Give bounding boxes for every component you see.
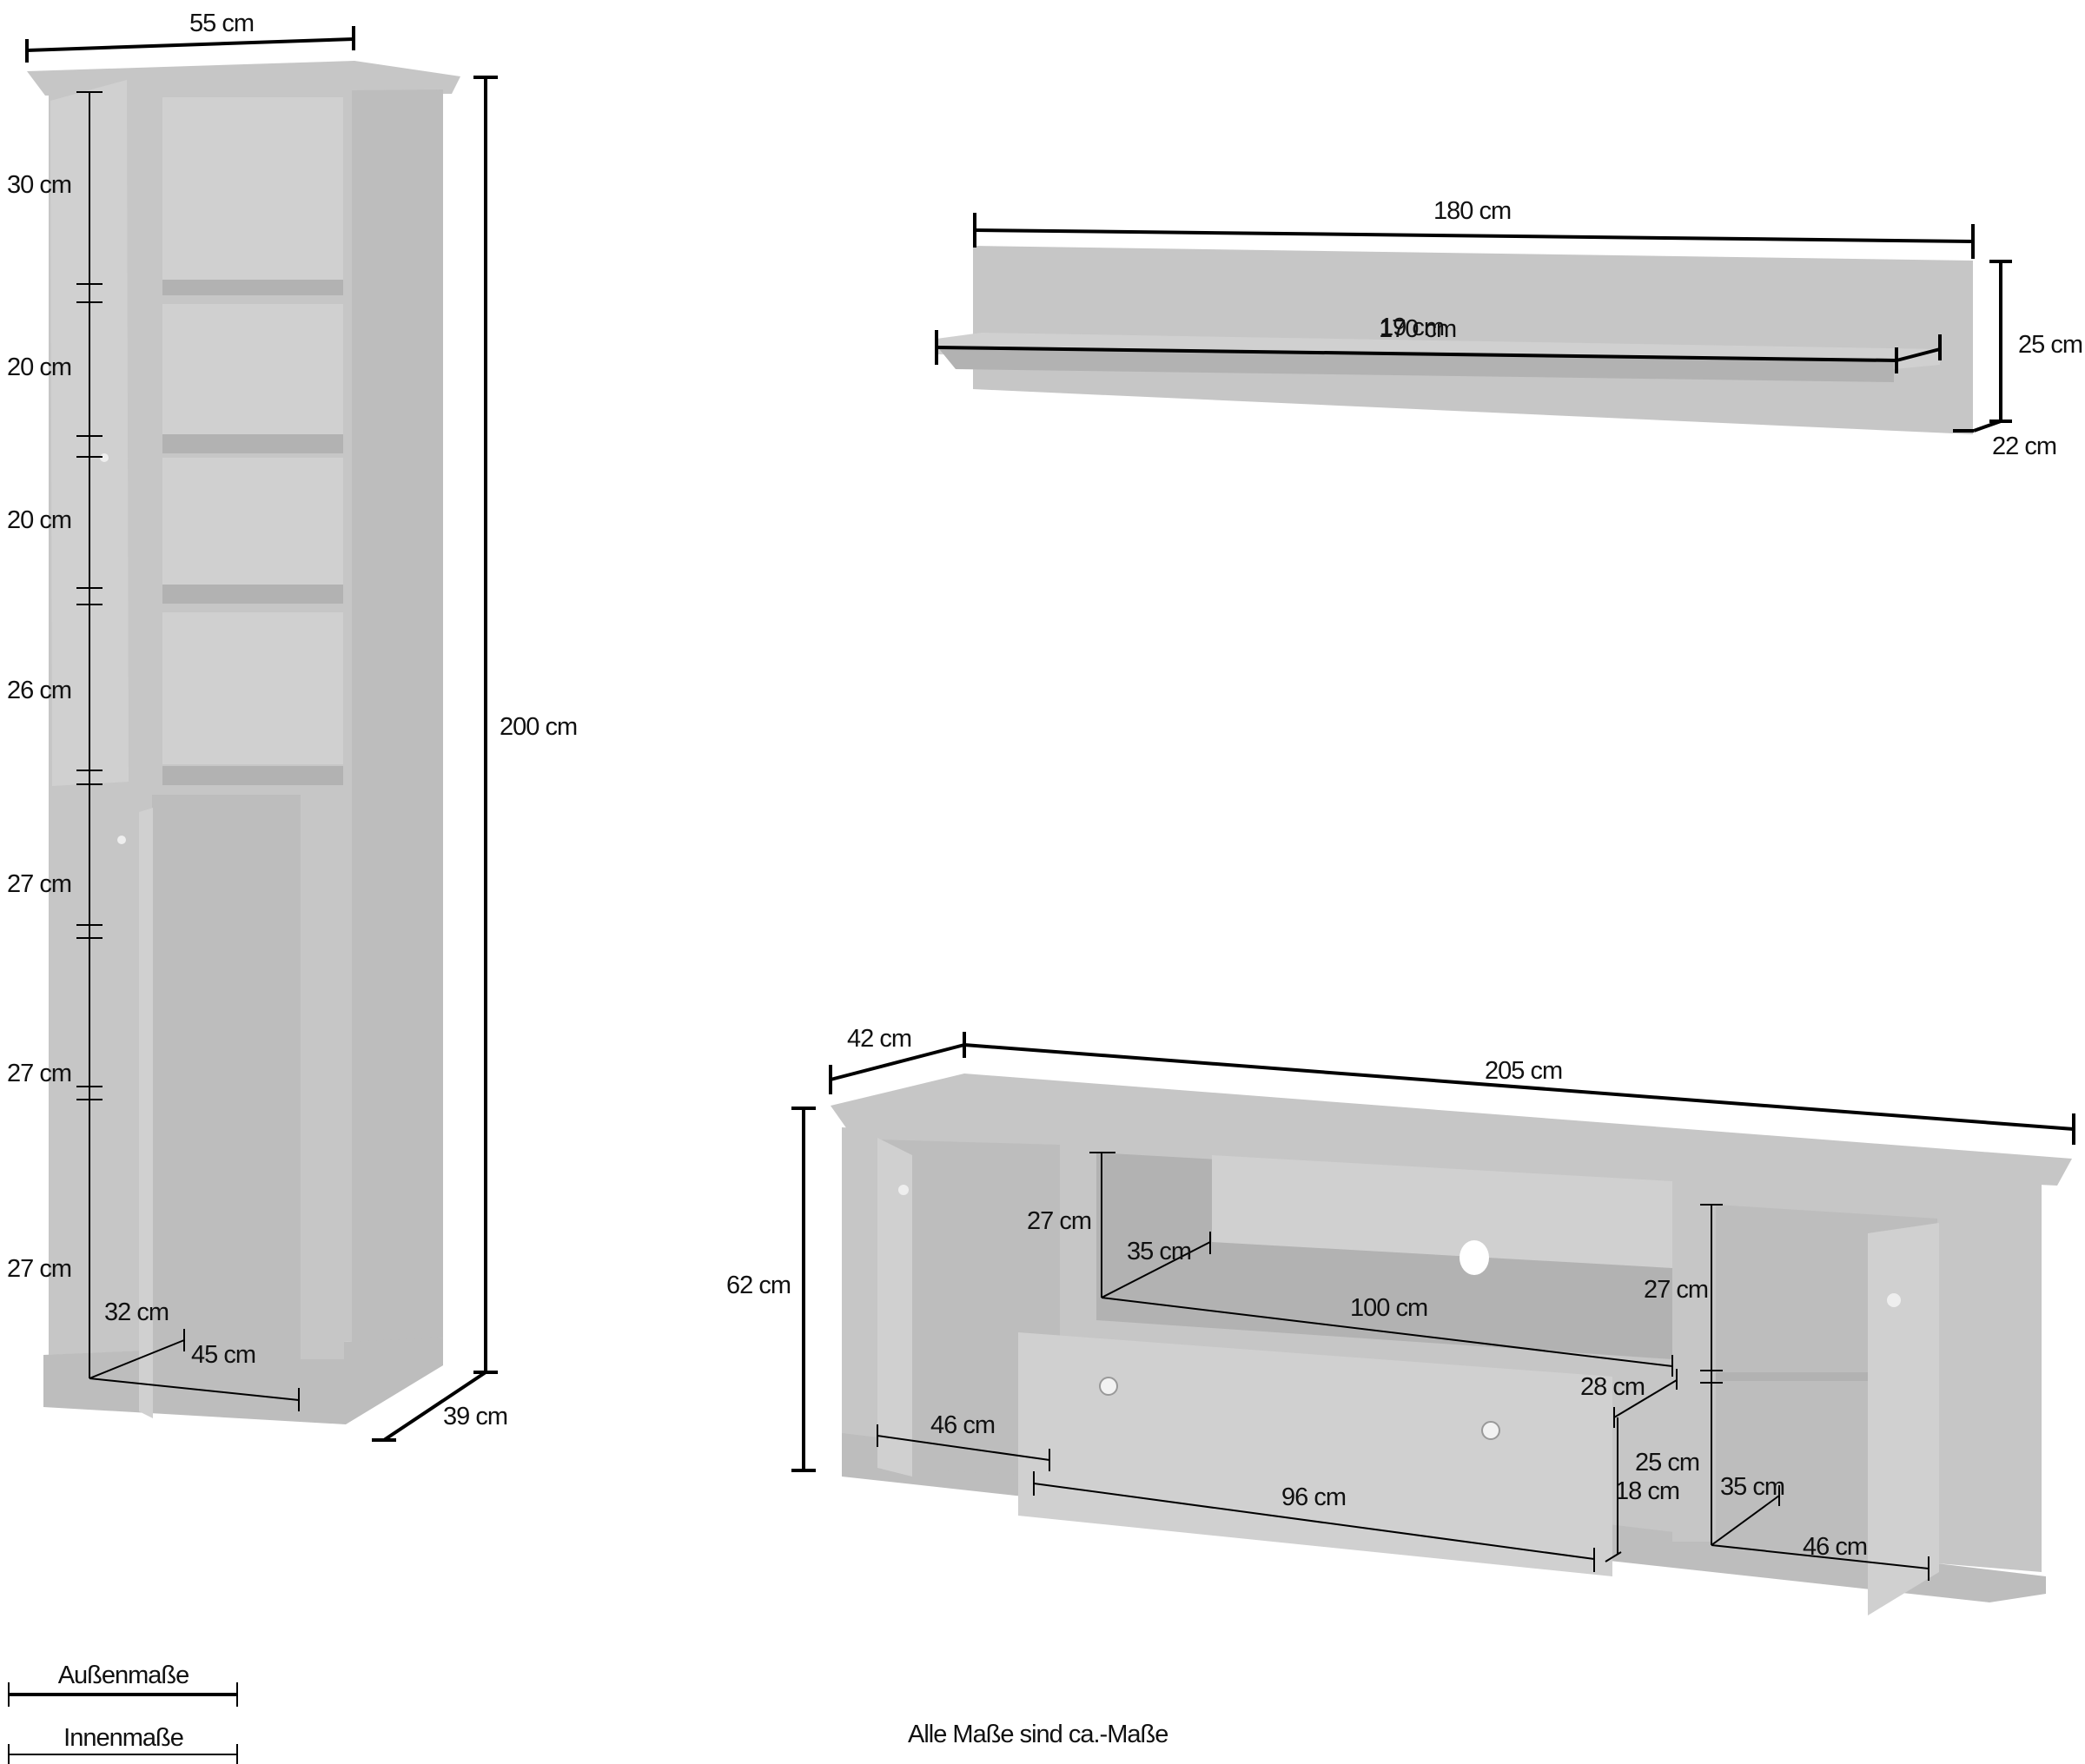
dimension-label-right-d: 35 cm [1720, 1473, 1784, 1501]
dimension-label-shelf-len: 170 cm [1379, 315, 1456, 343]
legend: Außenmaße Innenmaße [8, 1662, 238, 1764]
dimension-label-in-depth: 32 cm [104, 1298, 169, 1326]
dimension-label-drawer-h: 18 cm [1615, 1477, 1679, 1505]
tv-board-illustration [831, 1074, 2072, 1615]
cabinet-labels: 55 cm 200 cm 39 cm 30 cm 20 cm 20 cm 26 cm 27 c… [7, 10, 578, 1430]
dimension-label-shelf-dep: 19 cm [1380, 314, 1444, 341]
dimension-label-depth: 22 cm [1992, 433, 2056, 460]
dimension-label-comp7: 27 cm [7, 1255, 71, 1283]
dimension-label-width: 180 cm [1433, 197, 1511, 225]
dimension-label-height: 200 cm [500, 713, 577, 741]
cabinet-dimensions [25, 26, 498, 1442]
dimension-label-drawer-w: 96 cm [1281, 1483, 1346, 1511]
dimension-label-comp2: 20 cm [7, 353, 71, 381]
dimension-label-right-w: 46 cm [1803, 1533, 1867, 1561]
wall-shelf-illustration [937, 246, 1973, 434]
dimension-label-comp1: 30 cm [7, 171, 71, 199]
door-knob-icon [1887, 1293, 1901, 1307]
dimension-label-right-top-h: 27 cm [1644, 1276, 1708, 1304]
drawer-knob-icon [1099, 1377, 1118, 1396]
dimension-label-depth: 42 cm [847, 1025, 911, 1053]
dimension-label-open-w: 100 cm [1350, 1294, 1427, 1322]
knob-icon [100, 453, 109, 462]
dimension-label-drawer-d: 28 cm [1580, 1373, 1645, 1401]
drawer-knob-icon [1481, 1421, 1500, 1440]
cabinet-illustration [27, 61, 460, 1424]
dimension-label-in-width: 45 cm [191, 1341, 255, 1369]
wall-shelf-dimensions [935, 213, 2012, 433]
tv-board-dimensions [791, 1032, 2075, 1581]
dimension-label-depth: 39 cm [443, 1403, 507, 1430]
dimension-label-comp3: 20 cm [7, 506, 71, 534]
dimension-label-height: 25 cm [2018, 331, 2082, 359]
door-knob-icon [898, 1185, 909, 1195]
legend-inner-label: Innenmaße [63, 1724, 183, 1752]
dimension-label-right-bot-h: 25 cm [1635, 1449, 1699, 1477]
dimension-label-height: 62 cm [726, 1272, 791, 1299]
dimension-label-open-h: 27 cm [1027, 1207, 1091, 1235]
footnote: Alle Maße sind ca.-Maße [908, 1721, 1168, 1748]
dimension-label-comp5: 27 cm [7, 870, 71, 898]
dimension-label-comp4: 26 cm [7, 677, 71, 704]
dimension-label-width: 55 cm [189, 10, 254, 37]
legend-outer-label: Außenmaße [58, 1662, 189, 1689]
knob-icon [117, 836, 126, 844]
dimension-label-open-d: 35 cm [1127, 1238, 1191, 1265]
cable-hole-icon [1460, 1240, 1489, 1275]
dimension-label-comp6: 27 cm [7, 1060, 71, 1087]
dimension-label-width: 205 cm [1485, 1057, 1562, 1085]
dimension-label-left-w: 46 cm [930, 1411, 995, 1439]
tv-board-labels: 42 cm 205 cm 62 cm 27 cm 35 cm 100 cm 27 cm 28 … [726, 1025, 1868, 1561]
